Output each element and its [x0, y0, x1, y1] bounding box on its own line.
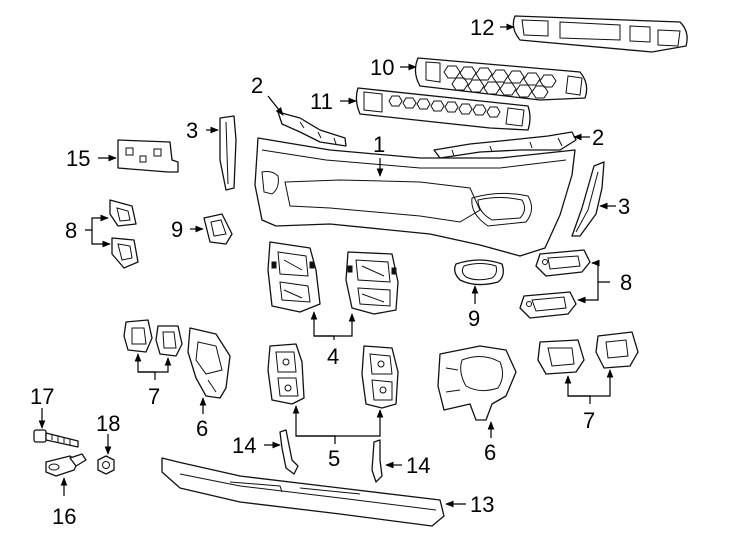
callout-5: 5 — [328, 446, 340, 471]
part-bumper-face-bar — [254, 137, 576, 257]
part-fog-bracket-left — [187, 327, 231, 399]
callout-10: 10 — [370, 55, 394, 80]
callout-9-left: 9 — [171, 217, 183, 242]
callout-17: 17 — [30, 384, 54, 409]
part-grille-trim — [512, 15, 688, 53]
callout-13: 13 — [470, 492, 494, 517]
callout-7-right: 7 — [583, 408, 595, 433]
callout-14-left: 14 — [232, 433, 256, 458]
part-bezel-lower-left — [111, 237, 139, 269]
part-lower-bracket-left — [267, 343, 305, 405]
callout-8-right: 8 — [620, 270, 632, 295]
part-tow-hook — [45, 453, 87, 477]
callout-6-right: 6 — [484, 440, 496, 465]
callout-9-right: 9 — [468, 306, 480, 331]
part-bezel-lower-right — [519, 291, 577, 319]
part-upper-bracket-right — [345, 251, 399, 315]
part-lower-bracket-right — [361, 345, 399, 409]
callout-4: 4 — [327, 344, 339, 369]
callout-3-left: 3 — [186, 118, 198, 143]
callout-15: 15 — [66, 146, 90, 171]
part-bezel-upper-right — [535, 249, 591, 277]
leader-lines — [38, 23, 616, 508]
callout-18: 18 — [96, 411, 120, 436]
part-valance-bracket-left — [279, 429, 299, 475]
callout-2-left: 2 — [251, 73, 263, 98]
part-bolt — [33, 429, 79, 448]
callout-7-left: 7 — [148, 384, 160, 409]
callout-2-right: 2 — [592, 125, 604, 150]
part-end-strip-right — [571, 161, 605, 237]
callout-16: 16 — [52, 504, 76, 529]
callout-11: 11 — [310, 89, 333, 114]
callout-6-left: 6 — [196, 416, 208, 441]
part-bezel-upper-left — [109, 199, 137, 227]
part-lower-valance — [161, 457, 445, 527]
part-lower-grille — [355, 87, 531, 131]
callout-1: 1 — [373, 132, 385, 157]
part-fog-bezel-right — [454, 259, 504, 286]
part-fog-bezel-left — [203, 213, 233, 245]
callout-14-right: 14 — [406, 453, 430, 478]
part-support-bracket-right — [537, 331, 639, 375]
part-valance-bracket-right — [371, 439, 383, 483]
callout-12: 12 — [470, 15, 494, 40]
part-upper-grille — [414, 57, 588, 101]
callout-numbers: 12 10 11 2 2 1 3 3 15 8 9 9 8 4 7 6 5 6 … — [30, 15, 632, 529]
part-end-strip-left — [219, 115, 237, 191]
part-support-bracket-left — [123, 319, 183, 357]
callout-8-left: 8 — [65, 218, 77, 243]
part-upper-bracket-left — [267, 241, 321, 313]
part-fog-bracket-right — [437, 345, 517, 421]
part-retainer-left — [277, 111, 347, 147]
part-nut — [97, 455, 115, 475]
part-license-bracket — [117, 139, 179, 173]
callout-3-right: 3 — [618, 194, 630, 219]
